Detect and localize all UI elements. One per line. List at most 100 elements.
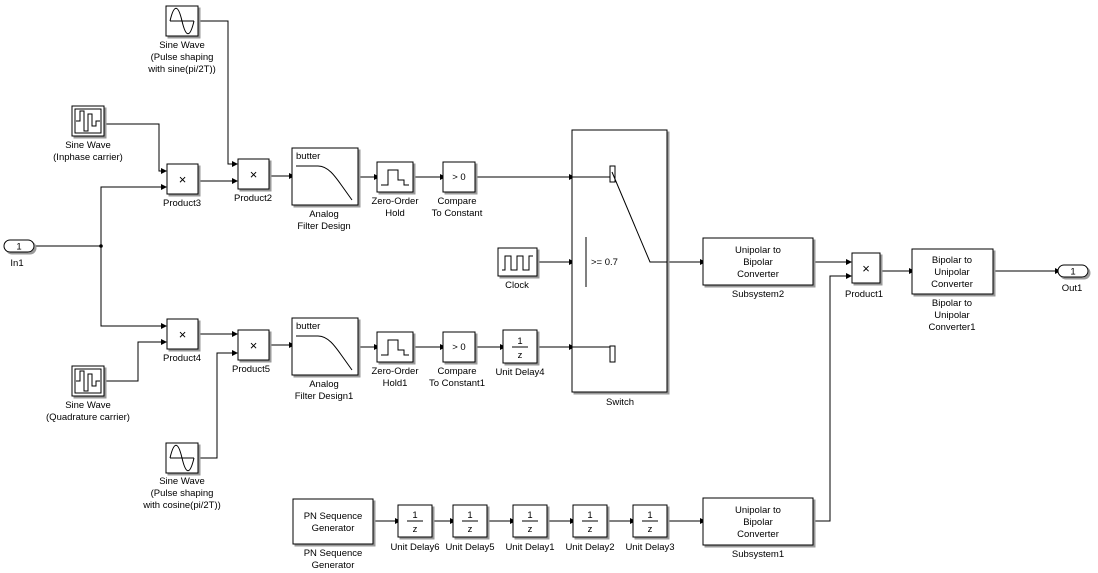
- block-label-line: Zero-Order: [372, 366, 419, 377]
- unit-delay6-block[interactable]: 1 z Unit Delay6: [390, 504, 440, 553]
- block-label: Unit Delay1: [505, 542, 554, 553]
- wire-in1-to-product3[interactable]: [100, 186, 162, 246]
- compare-to-constant-block[interactable]: > 0 Compare To Constant: [432, 161, 483, 219]
- delay-denominator: z: [588, 524, 593, 535]
- sine-wave-icon: [169, 444, 195, 472]
- pn-sequence-generator-block[interactable]: PN Sequence Generator PN Sequence Genera…: [292, 498, 374, 571]
- subsystem1-block[interactable]: Unipolar to Bipolar Converter Subsystem1: [702, 497, 814, 560]
- compare-expression: > 0: [452, 342, 465, 353]
- switch-threshold: >= 0.7: [591, 257, 618, 268]
- product3-block[interactable]: × Product3: [163, 163, 201, 209]
- compare-to-constant1-block[interactable]: > 0 Compare To Constant1: [429, 331, 485, 389]
- block-label-line: Compare: [437, 196, 476, 207]
- block-label-line: Sine Wave: [65, 400, 111, 411]
- block-label: Product4: [163, 353, 201, 364]
- block-label-line: Zero-Order: [372, 196, 419, 207]
- bipolar-to-unipolar-block[interactable]: Bipolar to Unipolar Converter Bipolar to…: [911, 248, 994, 333]
- zero-order-hold1-block[interactable]: Zero-Order Hold1: [372, 331, 419, 389]
- block-label-line: (Pulse shaping: [151, 488, 214, 499]
- product5-block[interactable]: × Product5: [232, 329, 270, 375]
- sine-wave-inphase-block[interactable]: Sine Wave (Inphase carrier): [53, 105, 123, 163]
- block-label-line: Filter Design1: [295, 391, 354, 402]
- block-text-line: Bipolar to: [932, 255, 972, 266]
- unit-delay5-block[interactable]: 1 z Unit Delay5: [445, 504, 495, 553]
- block-label-line: Hold1: [383, 378, 408, 389]
- staircase-icon: [381, 169, 409, 186]
- zero-order-hold-block[interactable]: Zero-Order Hold: [372, 161, 419, 219]
- switch-lever: [611, 171, 667, 263]
- wire-subsystem1-to-product1[interactable]: [813, 275, 847, 522]
- delay-numerator: 1: [412, 510, 417, 521]
- analog-filter-design-block[interactable]: butter Analog Filter Design: [291, 147, 359, 232]
- block-label: Product1: [845, 289, 883, 300]
- filter-type-text: butter: [296, 321, 320, 332]
- block-text-line: Converter: [737, 529, 779, 540]
- wire-in1-to-product4[interactable]: [100, 246, 162, 327]
- sine-wave-quadrature-block[interactable]: Sine Wave (Quadrature carrier): [46, 365, 130, 423]
- block-label-line: (Pulse shaping: [151, 52, 214, 63]
- pulse-train-icon: [74, 108, 102, 134]
- in1-port[interactable]: 1 In1: [3, 239, 35, 269]
- delay-denominator: z: [468, 524, 473, 535]
- block-label: Subsystem1: [732, 549, 784, 560]
- block-label-line: Analog: [309, 379, 339, 390]
- wire-sinepulse-to-product2[interactable]: [200, 20, 233, 165]
- block-label-line: Bipolar to: [932, 298, 972, 309]
- branch-point: [99, 244, 103, 248]
- clock-block[interactable]: Clock: [497, 247, 538, 291]
- delay-denominator: z: [528, 524, 533, 535]
- block-label-line: PN Sequence: [304, 548, 363, 559]
- block-text-line: Bipolar: [743, 257, 773, 268]
- block-label: Subsystem2: [732, 289, 784, 300]
- delay-denominator: z: [648, 524, 653, 535]
- lowpass-response-icon: [296, 165, 353, 201]
- switch-block[interactable]: >= 0.7 Switch: [571, 129, 668, 408]
- product1-block[interactable]: × Product1: [845, 252, 883, 300]
- multiply-icon: ×: [179, 327, 187, 342]
- block-label-line: To Constant: [432, 208, 483, 219]
- out1-port[interactable]: 1 Out1: [1057, 264, 1089, 294]
- block-label: Unit Delay2: [565, 542, 614, 553]
- block-label: Clock: [505, 280, 529, 291]
- delay-denominator: z: [518, 350, 523, 361]
- in1-port-number: 1: [16, 242, 21, 253]
- wire-quad-to-product4[interactable]: [106, 341, 162, 382]
- unit-delay1-block[interactable]: 1 z Unit Delay1: [505, 504, 555, 553]
- unit-delay2-block[interactable]: 1 z Unit Delay2: [565, 504, 615, 553]
- block-label-line: (Inphase carrier): [53, 152, 123, 163]
- product2-block[interactable]: × Product2: [234, 158, 272, 204]
- block-label-line: Converter1: [929, 322, 976, 333]
- unit-delay3-block[interactable]: 1 z Unit Delay3: [625, 504, 675, 553]
- filter-type-text: butter: [296, 151, 320, 162]
- sine-wave-pulse-sin-block[interactable]: Sine Wave (Pulse shaping with sine(pi/2T…: [147, 5, 216, 75]
- analog-filter-design1-block[interactable]: butter Analog Filter Design1: [291, 317, 359, 402]
- product4-block[interactable]: × Product4: [163, 318, 201, 364]
- block-text-line: Generator: [312, 523, 355, 534]
- block-text-line: Unipolar: [934, 267, 969, 278]
- block-label-line: Sine Wave: [65, 140, 111, 151]
- subsystem2-block[interactable]: Unipolar to Bipolar Converter Subsystem2: [702, 237, 814, 300]
- sine-wave-pulse-cos-block[interactable]: Sine Wave (Pulse shaping with cosine(pi/…: [142, 442, 221, 511]
- block-text-line: Converter: [931, 279, 973, 290]
- block-label-line: Filter Design: [297, 221, 350, 232]
- pulse-clock-icon: [502, 255, 533, 271]
- block-label-line: Sine Wave: [159, 40, 205, 51]
- unit-delay4-block[interactable]: 1 z Unit Delay4: [495, 329, 545, 378]
- block-label: Unit Delay5: [445, 542, 494, 553]
- block-label-line: To Constant1: [429, 378, 485, 389]
- out1-port-number: 1: [1070, 267, 1075, 278]
- multiply-icon: ×: [250, 338, 258, 353]
- block-label: Switch: [606, 397, 634, 408]
- delay-numerator: 1: [647, 510, 652, 521]
- delay-numerator: 1: [527, 510, 532, 521]
- wire-inphase-to-product3[interactable]: [106, 123, 162, 172]
- block-label: Unit Delay3: [625, 542, 674, 553]
- sine-wave-icon: [169, 7, 195, 35]
- lowpass-response-icon: [296, 335, 353, 371]
- delay-denominator: z: [413, 524, 418, 535]
- block-label-line: (Quadrature carrier): [46, 412, 130, 423]
- pulse-train-icon: [74, 368, 102, 394]
- wire-cospulse-to-product5[interactable]: [200, 352, 233, 459]
- delay-numerator: 1: [587, 510, 592, 521]
